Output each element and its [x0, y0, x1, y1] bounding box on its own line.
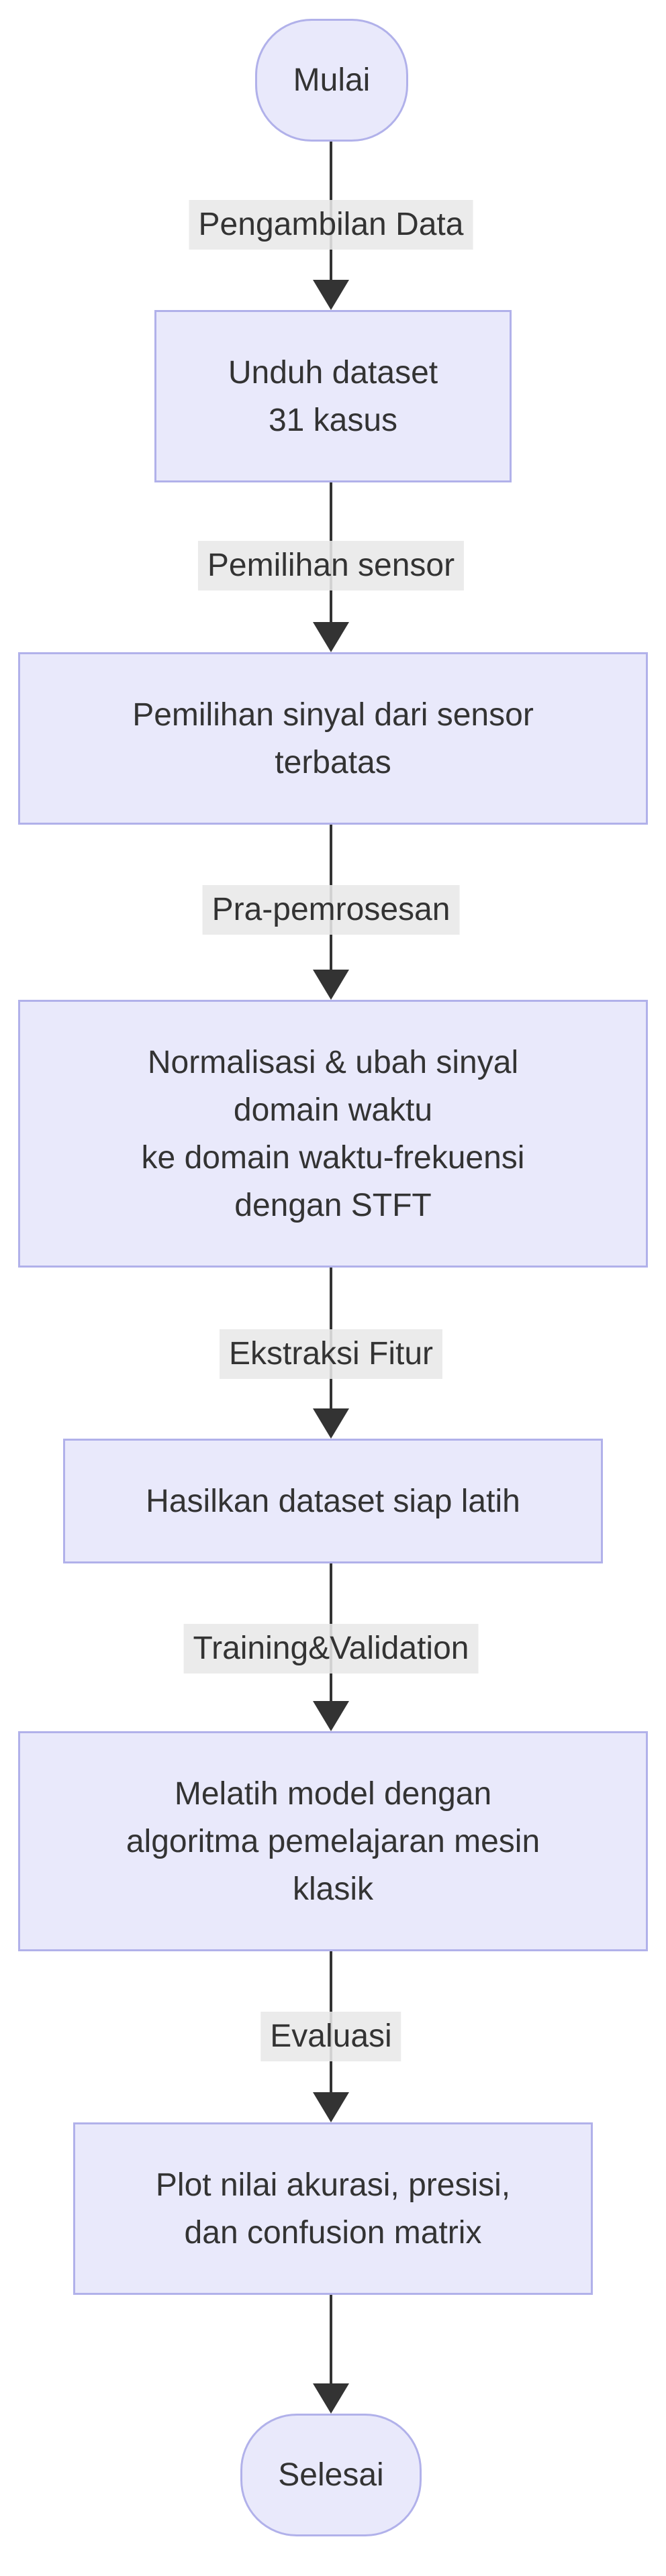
terminal-end-node: Selesai	[240, 2414, 422, 2536]
node-text-line: Unduh dataset	[228, 354, 438, 391]
process-node-normalisasi-stft: Normalisasi & ubah sinyal domain waktu k…	[18, 1000, 648, 1268]
node-text-line: Hasilkan dataset siap latih	[146, 1483, 520, 1519]
terminal-start-node: Mulai	[255, 19, 408, 142]
arrowhead-icon	[313, 2092, 349, 2122]
node-text-line: Selesai	[278, 2457, 384, 2493]
node-text-line: dan confusion matrix	[184, 2214, 482, 2251]
process-node-melatih-model: Melatih model dengan algoritma pemelajar…	[18, 1731, 648, 1951]
process-node-unduh-dataset: Unduh dataset 31 kasus	[154, 310, 512, 482]
edge-label-training-validation: Training&Validation	[183, 1624, 479, 1673]
node-text-line: ke domain waktu-frekuensi	[141, 1139, 525, 1176]
process-node-pemilihan-sinyal: Pemilihan sinyal dari sensor terbatas	[18, 652, 648, 825]
process-node-plot-evaluasi: Plot nilai akurasi, presisi, dan confusi…	[73, 2122, 593, 2295]
process-node-hasilkan-dataset: Hasilkan dataset siap latih	[63, 1439, 603, 1563]
node-text-line: klasik	[292, 1871, 374, 1907]
node-text-line: domain waktu	[233, 1092, 433, 1128]
arrowhead-icon	[313, 2383, 349, 2414]
node-text-line: Melatih model dengan	[174, 1775, 492, 1812]
node-text-line: Plot nilai akurasi, presisi,	[155, 2167, 511, 2203]
node-text-line: terbatas	[275, 744, 391, 780]
arrowhead-icon	[313, 622, 349, 652]
arrowhead-icon	[313, 1408, 349, 1439]
node-text-line: 31 kasus	[268, 402, 398, 438]
node-text-line: Normalisasi & ubah sinyal	[147, 1044, 519, 1080]
node-text-line: dengan STFT	[234, 1187, 432, 1223]
arrowhead-icon	[313, 970, 349, 1000]
edge-label-ekstraksi-fitur: Ekstraksi Fitur	[219, 1329, 443, 1379]
node-text-line: Pemilihan sinyal dari sensor	[132, 697, 534, 733]
node-text-line: algoritma pemelajaran mesin	[126, 1823, 540, 1859]
arrowhead-icon	[313, 1701, 349, 1731]
edge-label-pengambilan-data: Pengambilan Data	[189, 200, 473, 250]
edge-label-pra-pemrosesan: Pra-pemrosesan	[202, 885, 460, 935]
edge-label-pemilihan-sensor: Pemilihan sensor	[197, 541, 465, 590]
edge-label-evaluasi: Evaluasi	[260, 2012, 401, 2061]
arrowhead-icon	[313, 280, 349, 310]
edge-line-7	[330, 2294, 332, 2386]
node-text-line: Mulai	[293, 62, 371, 98]
